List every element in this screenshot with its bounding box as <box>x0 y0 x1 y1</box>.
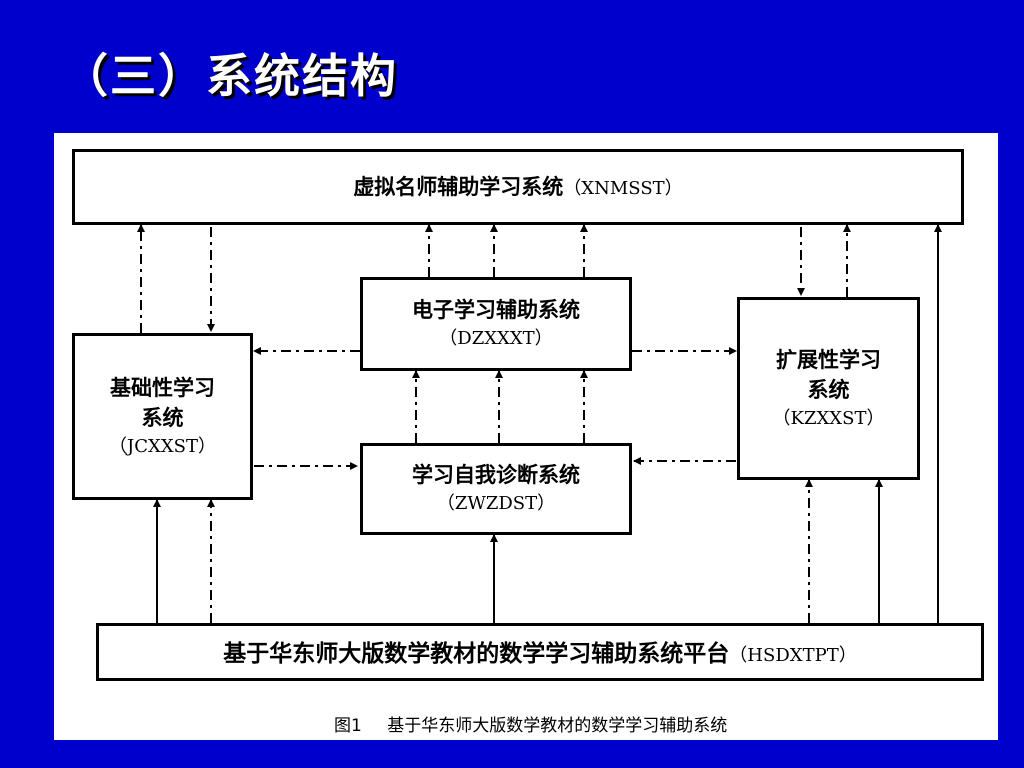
platform-code: （HSDXTPT） <box>729 645 857 666</box>
connector-layer <box>137 224 942 623</box>
dz-system-box: 电子学习辅助系统 （DZXXXT） <box>360 277 632 371</box>
platform-name: 基于华东师大版数学教材的数学学习辅助系统平台 <box>223 641 730 667</box>
figure-caption-text: 基于华东师大版数学教材的数学学习辅助系统 <box>387 716 728 736</box>
zw-system-name: 学习自我诊断系统 <box>412 463 580 487</box>
jc-system-box: 基础性学习 系统 （JCXXST） <box>72 333 253 500</box>
kz-system-name-line1: 扩展性学习 <box>776 347 881 372</box>
top-system-code: （XNMSST） <box>563 177 683 199</box>
jc-system-name-line1: 基础性学习 <box>110 375 215 400</box>
top-system-box: 虚拟名师辅助学习系统 （XNMSST） <box>72 149 964 225</box>
jc-system-name-line2: 系统 <box>141 405 184 430</box>
slide-title: （三）系统结构 <box>62 49 398 103</box>
zw-system-code: （ZWZDST） <box>436 493 556 514</box>
platform-box: 基于华东师大版数学教材的数学学习辅助系统平台 （HSDXTPT） <box>96 623 984 681</box>
system-structure-figure: 虚拟名师辅助学习系统 （XNMSST） 电子学习辅助系统 （DZXXXT） 基础… <box>54 133 998 740</box>
kz-system-name-line2: 系统 <box>807 377 850 402</box>
figure-caption-number: 图1 <box>334 716 362 736</box>
zw-system-box: 学习自我诊断系统 （ZWZDST） <box>360 443 632 535</box>
kz-system-code: （KZXXST） <box>772 407 885 429</box>
top-system-name: 虚拟名师辅助学习系统 <box>353 174 564 199</box>
jc-system-code: （JCXXST） <box>109 435 216 457</box>
figure-caption: 图1 基于华东师大版数学教材的数学学习辅助系统 <box>334 711 727 736</box>
dz-system-code: （DZXXXT） <box>439 328 553 349</box>
dz-system-name: 电子学习辅助系统 <box>412 298 580 322</box>
kz-system-box: 扩展性学习 系统 （KZXXST） <box>737 297 920 480</box>
